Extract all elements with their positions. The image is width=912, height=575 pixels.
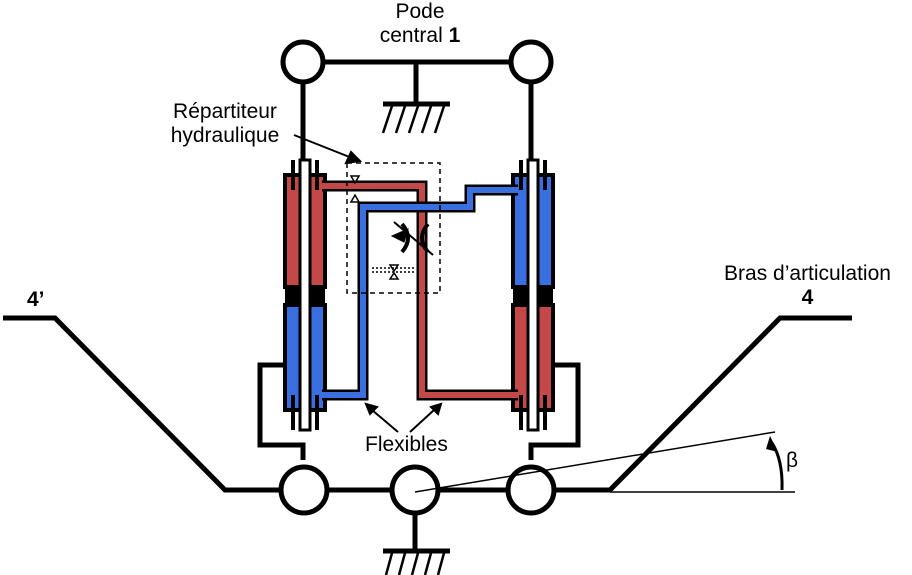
top-right-joint	[508, 39, 554, 85]
top-ground-symbol	[381, 62, 450, 134]
pode-number: 1	[448, 24, 461, 47]
pode-line2: central 1	[360, 24, 480, 48]
pode-label: Pode central 1	[360, 0, 480, 48]
leader-lines	[293, 134, 443, 433]
bottom-right-joint	[505, 464, 557, 516]
blue-hose	[322, 184, 518, 401]
bras-label: Bras d’articulation 4	[705, 262, 910, 310]
left-cylinder	[257, 158, 327, 460]
beta-label: β	[786, 449, 799, 472]
beta-angle	[414, 431, 795, 493]
throttle-valve-symbol	[390, 221, 434, 256]
arm-left-label: 4’	[27, 288, 45, 311]
bottom-left-joint	[278, 464, 330, 516]
bottom-ground-symbol	[383, 513, 450, 575]
bras-line1: Bras d’articulation	[724, 262, 891, 285]
distributor-box	[346, 162, 441, 294]
flexibles-label: Flexibles	[365, 433, 448, 456]
repartiteur-label: Répartiteur hydraulique	[150, 100, 300, 148]
pode-line2-text: central	[379, 24, 443, 47]
top-left-joint	[280, 39, 326, 85]
bras-number: 4	[801, 286, 814, 309]
repartiteur-line1: Répartiteur	[173, 100, 277, 123]
red-hose	[322, 180, 518, 401]
base-linkage	[3, 315, 852, 493]
pode-line1: Pode	[395, 0, 445, 23]
repartiteur-line2: hydraulique	[170, 124, 280, 147]
right-cylinder	[511, 158, 581, 460]
check-valves	[349, 175, 415, 280]
